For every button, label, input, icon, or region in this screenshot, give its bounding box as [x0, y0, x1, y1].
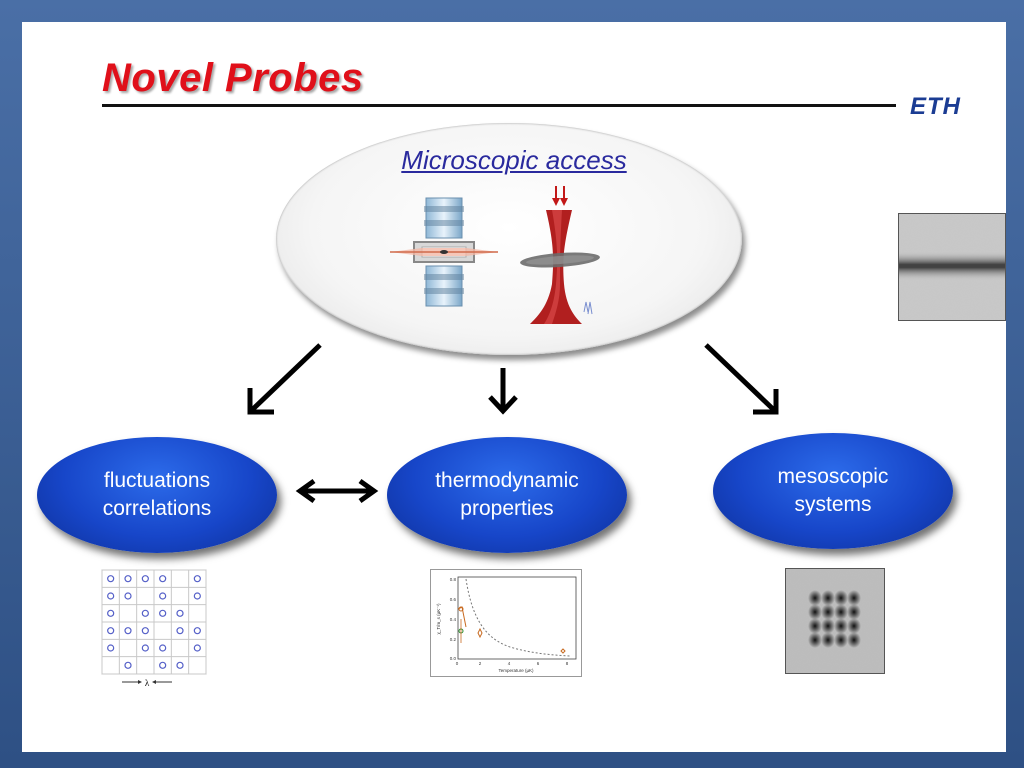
- atom-cluster: [834, 618, 848, 634]
- lattice-site: [193, 627, 201, 635]
- absorption-image: [898, 213, 1006, 321]
- plot-x-tick: 0: [456, 661, 459, 666]
- title-rule: [102, 104, 896, 107]
- lattice-site: [141, 609, 149, 617]
- atom-cluster: [808, 604, 822, 620]
- arrow-to-thermodynamic: [488, 368, 518, 415]
- lattice-site: [124, 627, 132, 635]
- node-mesoscopic-systems: mesoscopic systems: [713, 433, 953, 549]
- plot-x-tick: 2: [479, 661, 482, 666]
- lattice-site: [107, 592, 115, 600]
- lattice-site: [107, 627, 115, 635]
- lattice-site: [176, 609, 184, 617]
- lattice-site: [176, 627, 184, 635]
- atom-cluster: [821, 590, 835, 606]
- plot-x-label: Temperature (µK): [498, 668, 534, 673]
- atom-cluster: [847, 604, 861, 620]
- microscopic-access-label: Microscopic access: [401, 145, 627, 175]
- atom-cluster: [847, 618, 861, 634]
- atom-cluster: [847, 632, 861, 648]
- node-label-line1: fluctuations: [103, 469, 211, 492]
- laser-beam-illustration: [520, 186, 600, 324]
- node-label-line2: properties: [460, 497, 554, 520]
- node-fluctuations-correlations: fluctuations correlations: [37, 437, 277, 553]
- node-label-line1: mesoscopic: [777, 465, 889, 488]
- node-thermodynamic-properties: thermodynamic properties: [387, 437, 627, 553]
- atom-cluster: [847, 590, 861, 606]
- atom-cluster: [808, 632, 822, 648]
- node-label-line2: correlations: [102, 497, 212, 520]
- mesoscopic-array-image: [785, 568, 885, 674]
- lambda-label: λ: [145, 678, 150, 688]
- lattice-occupation-illustration: λ: [101, 569, 207, 688]
- lattice-site: [124, 575, 132, 583]
- lattice-site: [159, 575, 167, 583]
- lattice-site: [141, 627, 149, 635]
- atom-cluster: [834, 632, 848, 648]
- arrow-to-mesoscopic: [704, 343, 779, 415]
- node-label-line2: systems: [794, 493, 872, 516]
- node-label-line1: thermodynamic: [435, 469, 579, 492]
- lattice-site: [159, 661, 167, 669]
- atom-cluster: [834, 590, 848, 606]
- plot-x-tick: 8: [566, 661, 569, 666]
- plot-x-tick: 6: [537, 661, 540, 666]
- atom-cluster: [821, 618, 835, 634]
- lattice-site: [193, 575, 201, 583]
- plot-y-tick: 0.4: [450, 617, 457, 622]
- microscope-objective-illustration: [390, 197, 498, 307]
- lattice-site: [141, 644, 149, 652]
- eth-logo: ETH: [910, 93, 961, 120]
- double-arrow-fluct-thermo: [295, 478, 379, 504]
- plot-y-label: χ_T/m_s (µK⁻¹): [436, 603, 441, 635]
- lattice-site: [159, 644, 167, 652]
- atom-cluster: [821, 632, 835, 648]
- lattice-site: [176, 661, 184, 669]
- atom-cluster: [808, 590, 822, 606]
- lattice-site: [124, 661, 132, 669]
- arrow-to-fluctuations: [247, 343, 322, 415]
- plot-y-tick: 0.0: [450, 656, 457, 661]
- lattice-site: [107, 644, 115, 652]
- lattice-site: [107, 609, 115, 617]
- lattice-site: [124, 592, 132, 600]
- plot-x-tick: 4: [508, 661, 511, 666]
- microscopic-access-ellipse: [276, 123, 742, 355]
- plot-y-tick: 0.6: [450, 597, 457, 602]
- atom-cluster: [821, 604, 835, 620]
- lattice-site: [159, 592, 167, 600]
- atom-cluster: [834, 604, 848, 620]
- slide-title: Novel Probes: [102, 56, 364, 100]
- plot-y-tick: 0.2: [450, 637, 457, 642]
- lattice-site: [159, 609, 167, 617]
- lattice-site: [193, 644, 201, 652]
- atom-cluster: [808, 618, 822, 634]
- compressibility-plot: 0 2 4 6 8 0.0 0.2 0.4 0.6 0.8 Temperatur…: [430, 569, 582, 677]
- lattice-site: [107, 575, 115, 583]
- lattice-site: [193, 592, 201, 600]
- lattice-site: [141, 575, 149, 583]
- plot-y-tick: 0.8: [450, 577, 457, 582]
